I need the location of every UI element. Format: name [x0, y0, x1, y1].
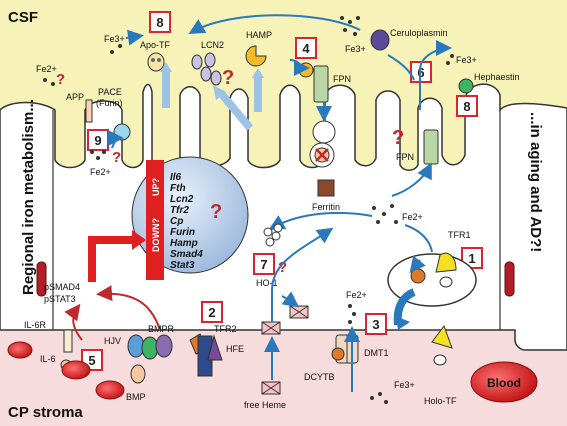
- box-4: [295, 37, 317, 59]
- gene-item: Stat3: [170, 260, 195, 271]
- il6r-label: IL-6R: [24, 320, 47, 330]
- hfe-label: HFE: [226, 344, 244, 354]
- fe3-bottom-label: Fe3+: [394, 380, 415, 390]
- tfr1-label: TFR1: [448, 230, 471, 240]
- csf-label: CSF: [8, 9, 38, 26]
- fe2-left-label: Fe2+: [90, 167, 111, 177]
- il6-label: IL-6: [40, 354, 56, 364]
- gene-item: Fth: [170, 183, 186, 194]
- gene-item: Tfr2: [170, 205, 189, 216]
- hjv-label: HJV: [104, 336, 121, 346]
- right-vertical-title: ...in aging and AD?!: [527, 112, 544, 252]
- question-mark-ho1: ?: [278, 259, 287, 276]
- box-2: [201, 301, 223, 323]
- question-mark-genes: ?: [210, 201, 222, 223]
- box-8-top: [149, 11, 171, 33]
- stroma-label: CP stroma: [8, 404, 83, 421]
- holo-tf-label: Holo-TF: [424, 396, 457, 406]
- pstat3-label: pSTAT3: [44, 294, 76, 304]
- furin-label: (Furin): [96, 98, 123, 108]
- number-2: 2: [208, 305, 215, 320]
- number-5: 5: [88, 353, 95, 368]
- gene-item: Hamp: [170, 238, 198, 249]
- fe3-cer-label: Fe3+: [345, 44, 366, 54]
- bmpr-label: BMPR: [148, 324, 175, 334]
- question-mark-fe2: ?: [112, 149, 121, 166]
- number-1: 1: [468, 251, 475, 266]
- free-heme-label: free Heme: [244, 400, 286, 410]
- blood-cell: [470, 361, 538, 403]
- number-3: 3: [372, 317, 379, 332]
- psmad4-label: pSMAD4: [44, 282, 80, 292]
- fe2-dmt-label: Fe2+: [346, 290, 367, 300]
- gene-item: Smad4: [170, 249, 203, 260]
- tight-junction-left: [36, 261, 47, 297]
- down-label: DOWN?: [151, 218, 161, 252]
- question-mark-fpn: ?: [392, 127, 404, 149]
- fpn-top-label: FPN: [333, 74, 351, 84]
- gene-item: Furin: [170, 227, 195, 238]
- epithelium: [0, 83, 567, 351]
- app-label: APP: [66, 92, 84, 102]
- ceruloplasmin-label: Ceruloplasmin: [390, 28, 448, 38]
- tfr2-label: TFR2: [214, 324, 237, 334]
- pace-label: PACE: [98, 87, 122, 97]
- number-9: 9: [94, 133, 101, 148]
- bmp-label: BMP: [126, 392, 146, 402]
- dcytb-label: DCYTB: [304, 372, 335, 382]
- ferritin-label: Ferritin: [312, 202, 340, 212]
- gene-item: Il6: [170, 172, 182, 183]
- box-3: [365, 313, 387, 335]
- question-mark-lcn2: ?: [222, 67, 234, 89]
- fe3-top-label: Fe3+: [104, 34, 125, 44]
- gene-item: Lcn2: [170, 194, 194, 205]
- box-8-right: [456, 95, 478, 117]
- dmt1-label: DMT1: [364, 348, 389, 358]
- up-label: UP?: [151, 178, 161, 196]
- gene-item: Cp: [170, 216, 183, 227]
- number-7: 7: [260, 257, 267, 272]
- hamp-label: HAMP: [246, 30, 272, 40]
- fe2-center-label: Fe2+: [402, 212, 423, 222]
- fe3-right-label: Fe3+: [456, 55, 477, 65]
- box-7: [253, 253, 275, 275]
- question-mark-app: ?: [56, 71, 65, 88]
- fpn-right-label: FPN: [396, 152, 414, 162]
- lcn2-label: LCN2: [201, 40, 224, 50]
- fe2-top-label: Fe2+: [36, 64, 57, 74]
- apo-tf-label: Apo-TF: [140, 40, 171, 50]
- ho1-label: HO-1: [256, 278, 278, 288]
- hephaestin-label: Hephaestin: [474, 72, 520, 82]
- number-8-top: 8: [156, 15, 163, 30]
- tight-junction-right: [504, 261, 515, 297]
- number-8-right: 8: [463, 99, 470, 114]
- number-4: 4: [302, 41, 310, 56]
- left-vertical-title: Regional iron metabolism...: [20, 99, 37, 295]
- blood-label: Blood: [487, 376, 521, 390]
